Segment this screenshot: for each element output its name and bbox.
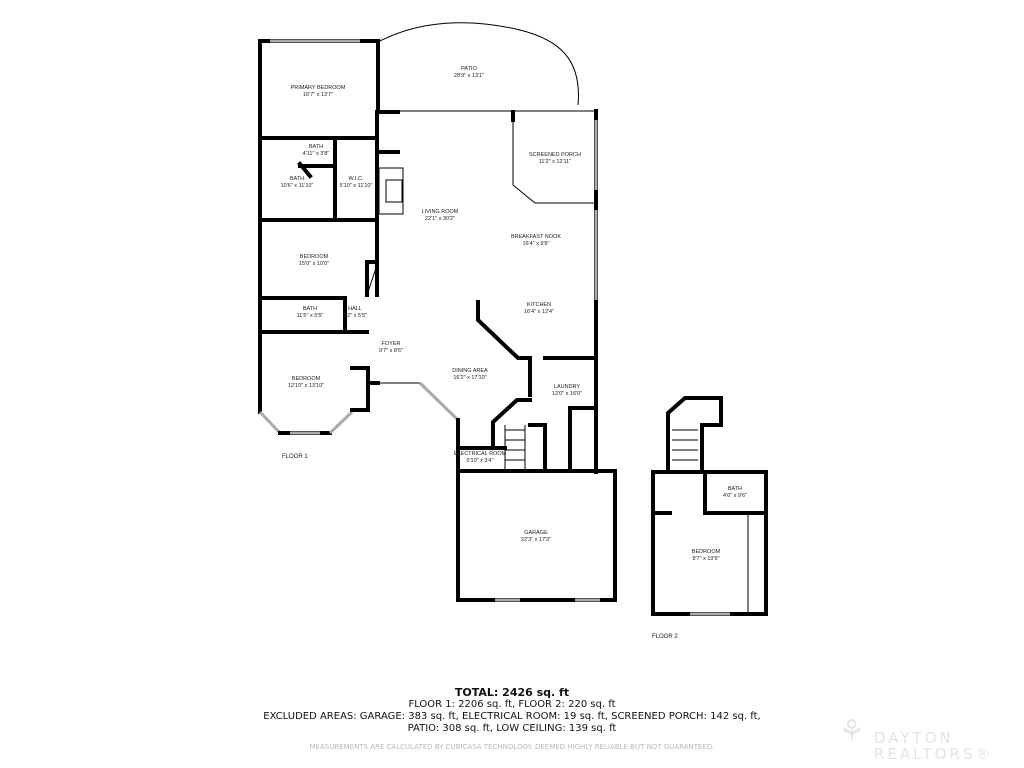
room-name: BATH	[290, 176, 304, 182]
room-name: FOYER	[382, 341, 401, 347]
logo-line-1: DAYTON	[874, 729, 954, 747]
room-dims: 8'7" x 19'9"	[692, 556, 719, 562]
room-dims: 16'4" x 12'4"	[524, 309, 554, 315]
room-dims: 4'6" x 9'6"	[723, 493, 747, 499]
logo-tree-icon: ⚘	[838, 714, 868, 749]
room-name: BEDROOM	[692, 549, 721, 555]
excluded-areas-2: PATIO: 308 sq. ft, LOW CEILING: 139 sq. …	[407, 723, 617, 734]
room-name: BEDROOM	[292, 376, 321, 382]
floor-1-label: FLOOR 1	[282, 454, 308, 460]
dayton-realtors-logo: ⚘ DAYTON REALTORS®	[838, 714, 1018, 768]
room-name: HALL	[348, 306, 362, 312]
room-dims: 11'5" x 5'5"	[297, 313, 324, 319]
room-name: PATIO	[461, 66, 477, 72]
room-dims: 5'10" x 11'10"	[340, 183, 373, 189]
room-dims: 28'9" x 13'1"	[454, 73, 484, 79]
room-dims: 22'1" x 30'2"	[425, 216, 455, 222]
room-dims: 4'11" x 3'8"	[303, 151, 330, 157]
floor-1-walls	[258, 22, 617, 602]
total-area: TOTAL: 2426 sq. ft	[454, 686, 570, 699]
room-dims: 12'10" x 13'10"	[288, 383, 324, 389]
room-dims: 16'4" x 9'8"	[522, 241, 549, 247]
room-name: ELECTRICAL ROOM	[454, 451, 507, 457]
room-dims: 11'2" x 12'11"	[539, 159, 571, 165]
room-dims: 9'7" x 8'6"	[379, 348, 403, 354]
room-name: KITCHEN	[527, 302, 551, 308]
room-dims: 12'0" x 16'0"	[552, 391, 582, 397]
room-name: BATH	[303, 306, 317, 312]
room-name: LAUNDRY	[554, 384, 581, 390]
room-name: BEDROOM	[300, 254, 329, 260]
room-name: SCREENED PORCH	[529, 152, 581, 158]
room-name: GARAGE	[524, 530, 548, 536]
floor-2-label: FLOOR 2	[652, 634, 678, 640]
logo-line-2: REALTORS®	[874, 745, 994, 763]
room-name: BATH	[728, 486, 742, 492]
room-dims: 5'2" x 5'5"	[343, 313, 367, 319]
room-name: PRIMARY BEDROOM	[291, 85, 346, 91]
room-name: W.I.C.	[349, 176, 364, 182]
floor-2-walls	[651, 396, 768, 616]
room-dims: 16'7" x 13'7"	[303, 92, 333, 98]
floor-areas: FLOOR 1: 2206 sq. ft, FLOOR 2: 220 sq. f…	[408, 699, 616, 710]
fireplace	[378, 167, 404, 215]
room-dims: 10'6" x 11'10"	[281, 183, 314, 189]
room-name: BREAKFAST NOOK	[511, 234, 561, 240]
room-name: BATH	[309, 144, 323, 150]
disclaimer: MEASUREMENTS ARE CALCULATED BY CUBICASA …	[309, 743, 715, 751]
excluded-areas-1: EXCLUDED AREAS: GARAGE: 383 sq. ft, ELEC…	[263, 711, 761, 722]
room-name: DINING AREA	[452, 368, 488, 374]
patio-outline	[377, 22, 579, 106]
room-dims: 15'0" x 10'0"	[299, 261, 329, 267]
room-dims: 16'2" x 17'10"	[453, 375, 486, 381]
room-dims: 5'10" x 3'4"	[466, 458, 493, 464]
room-name: LIVING ROOM	[422, 209, 459, 215]
svg-text:W.I.C.5'10" x 11'10": W.I.C.5'10" x 11'10"	[340, 176, 373, 189]
room-dims: 22'3" x 17'3"	[521, 537, 551, 543]
